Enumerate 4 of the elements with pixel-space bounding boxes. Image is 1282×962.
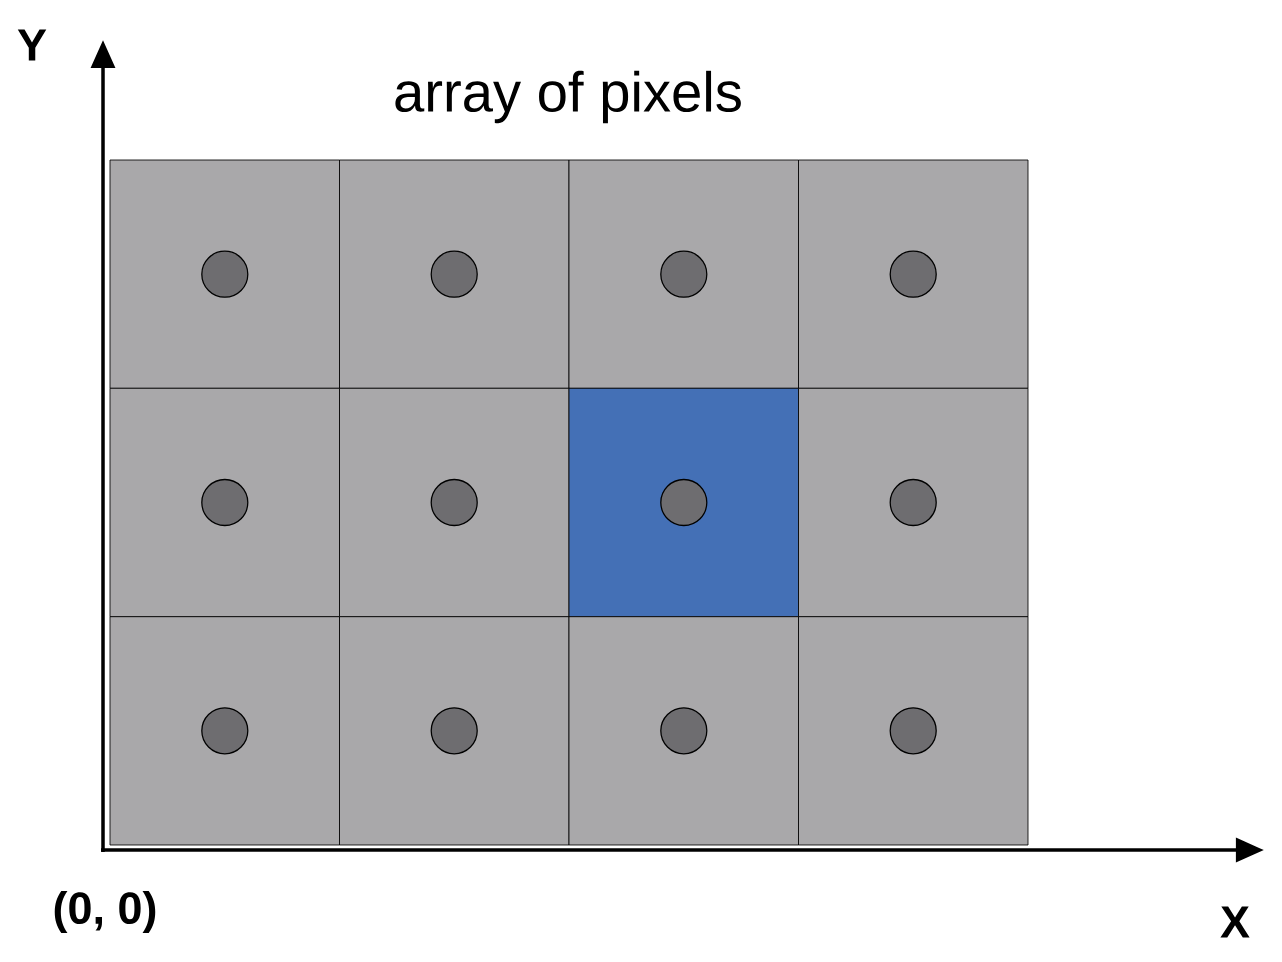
axis-label: (0, 0) (54, 891, 156, 933)
axis-label: Y (17, 29, 47, 61)
title: array of pixels (395, 70, 741, 124)
axis-label: X (1220, 906, 1250, 938)
